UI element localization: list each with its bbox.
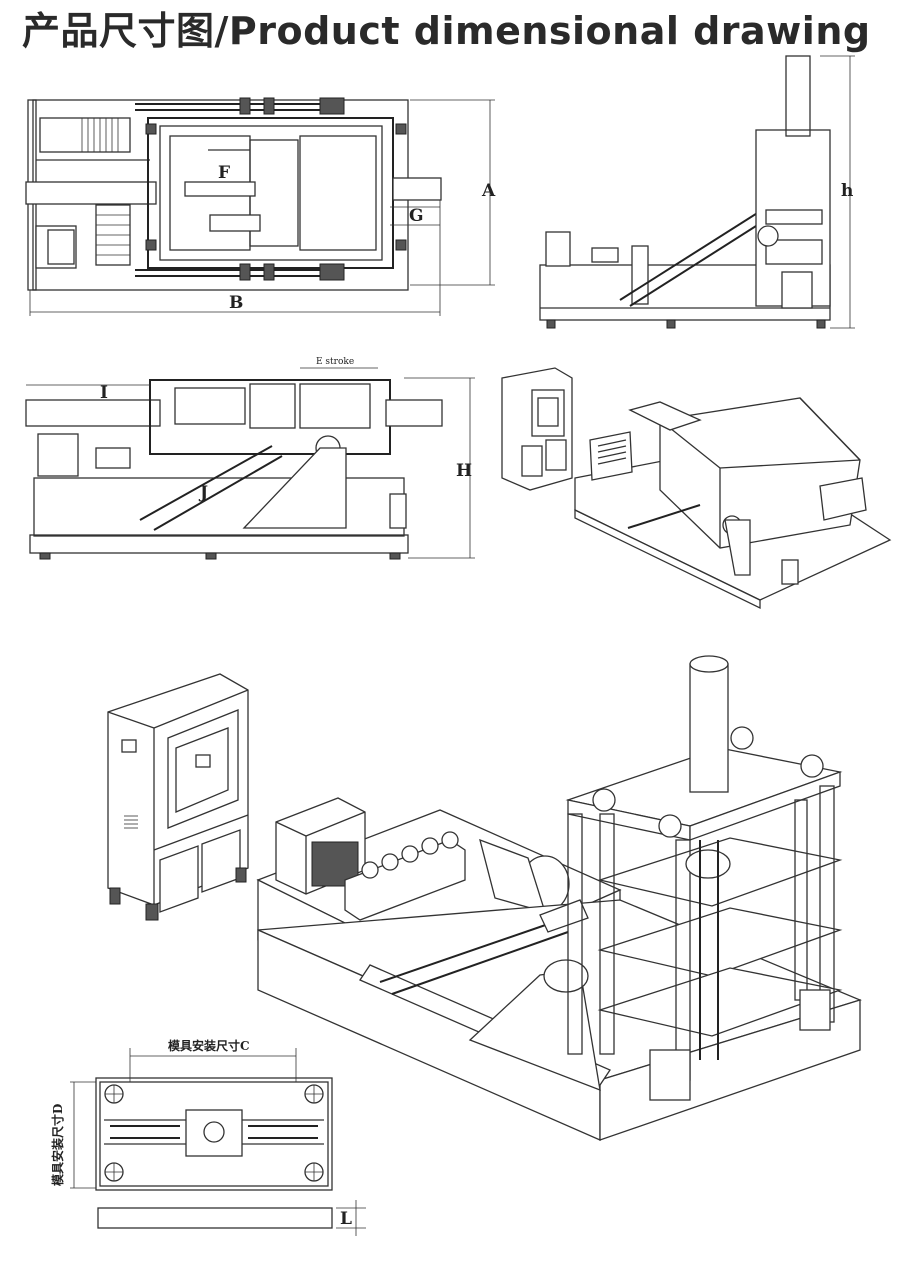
elevation-view-drawing <box>25 367 475 560</box>
label-mold-c: 模具安装尺寸C <box>168 1038 250 1053</box>
label-b: B <box>229 293 243 313</box>
side-view-drawing <box>539 55 855 329</box>
mold-plate-drawing <box>70 1048 366 1236</box>
label-h: H <box>456 461 472 481</box>
page-title: 产品尺寸图/Product dimensional drawing <box>22 9 871 53</box>
label-mold-d: 模具安装尺寸D <box>50 1104 65 1186</box>
label-j: J <box>198 483 208 503</box>
label-e-stroke: E stroke <box>316 357 354 367</box>
label-i: I <box>100 383 108 403</box>
label-h-small: h <box>841 181 853 201</box>
label-l: L <box>340 1209 352 1229</box>
isometric-small-drawing <box>501 367 892 610</box>
label-f: F <box>218 163 230 183</box>
label-a: A <box>481 181 496 201</box>
isometric-large-drawing <box>107 655 862 1141</box>
top-view-drawing <box>25 97 495 316</box>
label-g: G <box>409 206 424 226</box>
